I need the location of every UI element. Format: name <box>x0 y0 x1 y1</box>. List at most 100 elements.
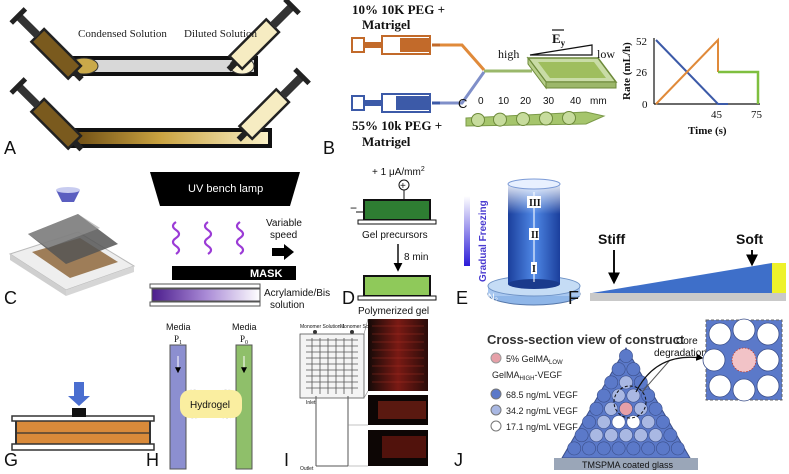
rate-y-label: Rate (mL/h) <box>621 42 633 100</box>
zoom-sphere <box>732 378 756 402</box>
construct-sphere <box>611 441 626 456</box>
construct-sphere <box>656 415 670 429</box>
d-plus-sign: + <box>400 181 406 192</box>
panel-i: Monomer Solution 1 Monomer Solution 2 In… <box>284 318 428 472</box>
b-solution-1-line-1: 10% 10K PEG + <box>352 2 445 17</box>
zoom-arrow <box>635 353 704 393</box>
i-monomer-1: Monomer Solution 1 <box>300 324 345 330</box>
j-title: Cross-section view of construct <box>487 332 685 347</box>
tmspma-base <box>554 458 698 470</box>
stiffness-wedge <box>592 263 772 293</box>
substrate-base <box>590 293 786 301</box>
construct-sphere <box>641 415 656 429</box>
panel-d: + 1 μA/mm2 + − Gel precursors 8 min Poly… <box>342 166 437 317</box>
syringe-blue <box>351 93 440 113</box>
construct-sphere <box>626 441 641 456</box>
rate-y-tick-0: 0 <box>642 99 648 111</box>
i-outlet-label: Outlet <box>300 466 314 472</box>
ruler-tick-10: 10 <box>498 96 510 107</box>
construct-sphere <box>596 415 611 429</box>
panel-c: UV bench lamp Variable speed MASK Acryla… <box>4 172 330 311</box>
b-gradient-high: high <box>498 47 519 61</box>
panel-letter-g: G <box>4 450 18 470</box>
b-modulus-label: Ey <box>552 31 566 48</box>
rate-chart: 52 26 0 45 75 Time (s) Rate (mL/h) <box>621 36 763 137</box>
c-speed-label-1: Variable <box>266 218 302 229</box>
j-legend-high: GelMAHIGH-VEGF <box>492 370 563 382</box>
syringe-left-top <box>9 7 84 82</box>
ruler-tick-20: 20 <box>520 96 532 107</box>
rate-y-tick-26: 26 <box>636 67 648 79</box>
j-legend-34: 34.2 ng/mL VEGF <box>506 406 578 416</box>
lamp-head-icon <box>56 190 80 202</box>
construct-sphere <box>648 428 663 443</box>
panel-letter-e: E <box>456 288 468 308</box>
construct-sphere <box>663 428 678 443</box>
zone-labels: III II I <box>527 196 541 275</box>
gel-strip <box>465 111 606 127</box>
zone-label-iii: III <box>529 198 541 209</box>
syringe-left-bottom <box>9 77 84 152</box>
rate-y-tick-52: 52 <box>636 36 647 48</box>
construct-spheres <box>567 349 685 456</box>
h-pressure-left: P1 <box>174 334 182 346</box>
j-legend-68: 68.5 ng/mL VEGF <box>506 390 578 400</box>
modulus-gradient-triangle <box>529 44 593 56</box>
mixing-network <box>299 333 365 399</box>
zoom-sphere <box>708 374 732 398</box>
construct-sphere <box>574 428 589 443</box>
h-hydrogel-label: Hydrogel <box>190 400 230 411</box>
syringe-right-top <box>226 0 301 72</box>
j-base-label: TMSPMA coated glass <box>582 460 674 470</box>
rate-x-label: Time (s) <box>688 125 727 137</box>
acrylamide-gradient <box>151 288 261 302</box>
h-media-left: Media <box>166 322 191 332</box>
construct-sphere <box>604 428 619 443</box>
rate-series-orange <box>655 37 719 105</box>
rate-x-tick-75: 75 <box>751 109 763 121</box>
panel-letter-i: I <box>284 450 289 470</box>
i-inlet-label: Inlet <box>306 400 316 406</box>
ruler-unit: mm <box>590 96 607 107</box>
degrading-core-sphere <box>731 347 757 373</box>
panel-letter-c: C <box>4 288 17 308</box>
f-stiff-label: Stiff <box>598 231 626 247</box>
panel-letter-d: D <box>342 288 355 308</box>
panel-letter-b: B <box>323 138 335 158</box>
panel-j: Cross-section view of construct 5% GelMA… <box>454 318 783 470</box>
zone-label-ii: II <box>531 230 539 241</box>
panel-f: Stiff Soft F <box>568 231 786 308</box>
construct-sphere <box>648 401 663 416</box>
construct-sphere <box>596 441 611 456</box>
panel-h: Media P1 Media P0 Hydrogel H <box>146 322 257 470</box>
core-zoom-spheres <box>702 318 780 402</box>
construct-sphere <box>567 441 582 456</box>
construct-sphere <box>589 401 604 416</box>
press-arrow-icon <box>68 382 90 406</box>
tubing-blue <box>440 71 486 105</box>
construct-sphere <box>611 362 626 377</box>
legend-swatch-low <box>490 352 502 364</box>
zoom-sphere <box>732 318 756 342</box>
e-axis-label: Gradual Freezing <box>478 200 489 282</box>
legend-swatch-34 <box>490 404 502 416</box>
h-media-right: Media <box>232 322 257 332</box>
d-current-label: + 1 μA/mm2 <box>372 166 425 178</box>
i-monomer-2: Monomer Solution 2 <box>340 324 385 330</box>
construct-sphere <box>633 428 648 443</box>
uv-wave-icons <box>171 221 245 255</box>
zoom-sphere <box>708 322 732 346</box>
construct-sphere <box>619 349 633 363</box>
gel-precursor-cell <box>363 199 431 221</box>
gel-chamber <box>526 56 618 90</box>
construct-sphere <box>589 428 604 443</box>
construct-sphere <box>582 441 596 456</box>
f-soft-label: Soft <box>736 231 764 247</box>
zoom-sphere <box>756 348 780 372</box>
syringe-right-bottom <box>236 67 311 142</box>
ruler-ticks: 0 10 20 30 40 mm <box>478 96 607 107</box>
soft-end-block <box>772 263 786 293</box>
panel-e: Gradual Freezing III II I LN2 E <box>456 178 581 308</box>
construct-sphere <box>626 388 641 403</box>
c-solution-label-2: solution <box>270 300 304 311</box>
